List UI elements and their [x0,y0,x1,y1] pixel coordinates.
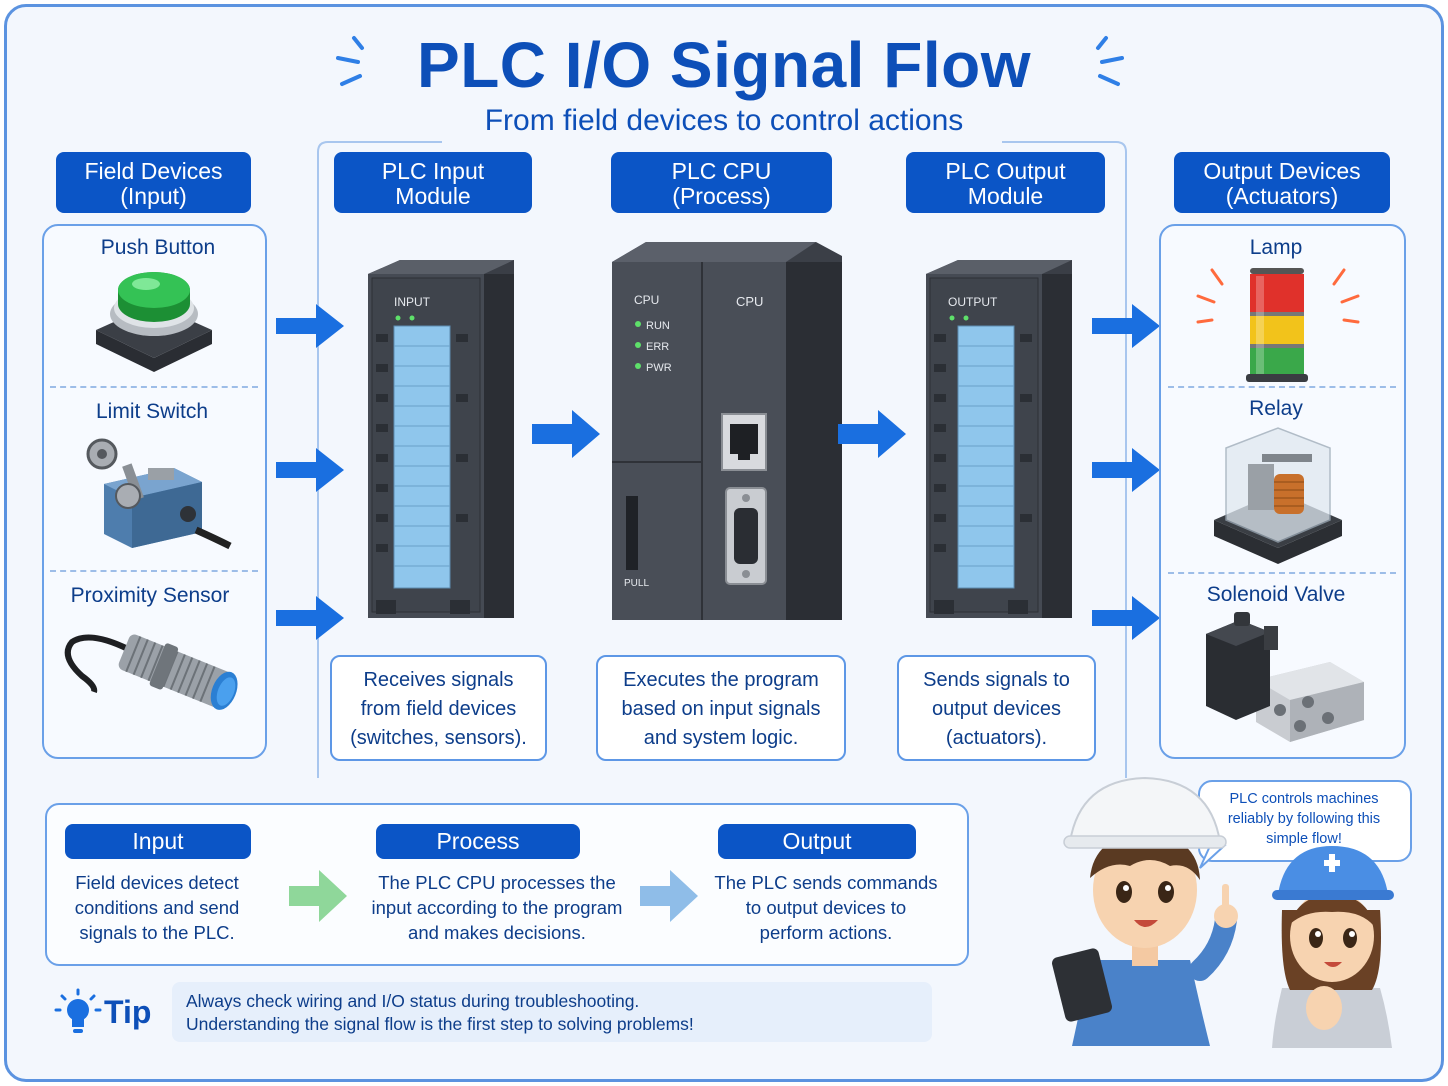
cpu-label-small: CPU [634,293,659,307]
summary-input-header: Input [65,824,251,859]
lightbulb-icon [54,988,102,1033]
tip-box [172,982,932,1042]
device-label-lamp: Lamp [1249,236,1303,259]
plc-cpu-module-image: CPU RUN ERR PWR CPU PULL [612,242,842,620]
input-module-label: INPUT [394,295,431,309]
plc-bracket [317,141,1127,778]
arrow-right-icon [1092,448,1160,492]
header-field-devices: Field Devices(Input) [56,152,251,213]
arrow-right-icon [289,870,347,922]
plc-input-module-image: INPUT [368,260,514,618]
cpu-description: Executes the program based on input sign… [596,655,846,761]
summary-output-header: Output [718,824,916,859]
input-module-description: Receives signals from field devices (swi… [330,655,547,761]
arrow-right-icon [276,304,344,348]
title-sparkle-left-icon [336,36,364,86]
device-label-push-button: Push Button [100,236,216,259]
device-label-solenoid-valve: Solenoid Valve [1206,583,1346,606]
limit-switch-icon [86,438,232,550]
led-err-label: ERR [646,341,669,353]
summary-process-header: Process [376,824,580,859]
tip-line-2: Understanding the signal flow is the fir… [186,1014,694,1034]
led-pwr-label: PWR [646,362,672,374]
arrow-right-icon [1092,596,1160,640]
engineer-boy-illustration [1052,776,1238,1046]
solenoid-valve-icon [1206,612,1364,742]
cpu-label: CPU [736,294,763,309]
tip-label: Tip [104,994,152,1030]
divider [1168,386,1396,388]
arrow-right-icon [532,410,600,458]
header-cpu: PLC CPU(Process) [611,152,832,213]
arrow-right-icon [276,448,344,492]
push-button-icon [96,272,212,372]
speech-bubble [1198,780,1412,862]
page-title: PLC I/O Signal Flow [417,29,1031,101]
divider [50,386,258,388]
title-sparkle-right-icon [1096,36,1124,86]
pull-label: PULL [624,578,649,589]
led-run-label: RUN [646,320,670,332]
arrow-right-icon [1092,304,1160,348]
device-label-relay: Relay [1249,397,1303,420]
device-label-proximity-sensor: Proximity Sensor [70,584,230,607]
device-label-limit-switch: Limit Switch [95,400,209,423]
arrow-right-icon [640,870,698,922]
engineer-girl-illustration [1272,846,1394,1048]
relay-icon [1214,427,1342,564]
page-subtitle: From field devices to control actions [484,104,964,137]
proximity-sensor-icon [64,634,238,710]
tip-line-1: Always check wiring and I/O status durin… [186,991,640,1011]
arrow-right-icon [838,410,906,458]
stack-lamp-icon [1196,268,1360,382]
output-module-label: OUTPUT [948,295,998,309]
divider [50,570,258,572]
plc-output-module-image: OUTPUT [926,260,1072,618]
header-output-devices: Output Devices(Actuators) [1174,152,1390,213]
output-module-description: Sends signals to output devices (actuato… [897,655,1096,761]
divider [1168,572,1396,574]
arrow-right-icon [276,596,344,640]
